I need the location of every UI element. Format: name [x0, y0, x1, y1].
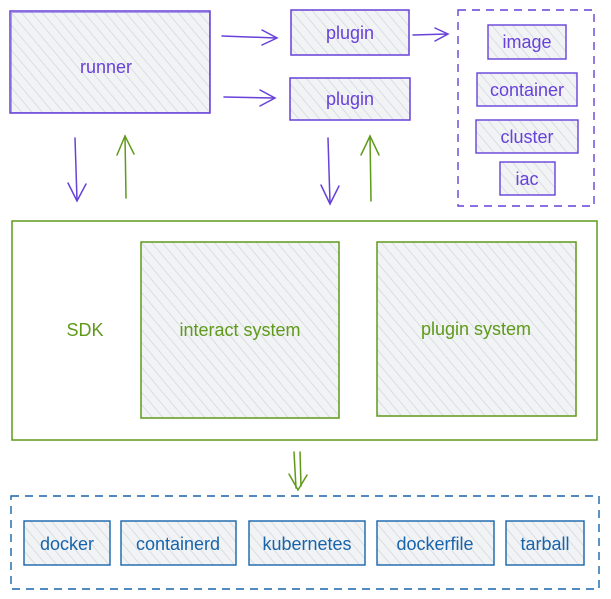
- interact-system-label: interact system: [179, 320, 300, 340]
- backend-label: docker: [40, 534, 94, 554]
- plugin-type-iac: iac: [499, 161, 556, 196]
- arrow-sdk-to-backends: [288, 451, 308, 492]
- arrow-plugin-down: [320, 137, 340, 206]
- arrow-plugin-to-types: [412, 27, 450, 42]
- plugin-type-cluster: cluster: [475, 119, 579, 154]
- interact-system-node: interact system: [140, 241, 340, 419]
- plugin-system-node: plugin system: [376, 241, 577, 417]
- sdk-label: SDK: [66, 320, 103, 340]
- runner-node: runner: [9, 10, 211, 114]
- plugin-bottom-label: plugin: [326, 89, 374, 109]
- backend-tarball: tarball: [505, 520, 585, 566]
- arrow-sdk-up-to-runner: [116, 134, 135, 199]
- sdk-container: SDK interact system plugin system: [11, 220, 598, 441]
- backend-dockerfile: dockerfile: [376, 520, 495, 566]
- backends-group: docker containerd kubernetes dockerfile …: [10, 495, 600, 590]
- backend-label: containerd: [136, 534, 220, 554]
- arrow-runner-to-plugin-bottom: [223, 89, 277, 107]
- backend-label: tarball: [520, 534, 569, 554]
- plugin-type-image: image: [487, 24, 567, 60]
- backend-containerd: containerd: [120, 520, 237, 566]
- plugin-top-label: plugin: [326, 23, 374, 43]
- arrow-sdk-up-to-plugin: [360, 134, 380, 202]
- arrow-runner-down: [67, 137, 87, 203]
- plugin-type-label: image: [502, 32, 551, 52]
- backend-label: dockerfile: [396, 534, 473, 554]
- plugin-node-top: plugin: [290, 9, 410, 56]
- plugin-type-label: iac: [515, 169, 538, 189]
- backend-docker: docker: [23, 520, 111, 566]
- backend-kubernetes: kubernetes: [248, 520, 366, 566]
- plugin-types-group: image container cluster iac: [457, 9, 595, 207]
- backend-label: kubernetes: [262, 534, 351, 554]
- plugin-node-bottom: plugin: [289, 77, 411, 121]
- plugin-system-label: plugin system: [421, 319, 531, 339]
- plugin-type-label: container: [490, 80, 564, 100]
- arrow-runner-to-plugin-top: [221, 29, 279, 46]
- plugin-type-label: cluster: [500, 127, 553, 147]
- plugin-type-container: container: [476, 72, 578, 107]
- runner-label: runner: [80, 57, 132, 77]
